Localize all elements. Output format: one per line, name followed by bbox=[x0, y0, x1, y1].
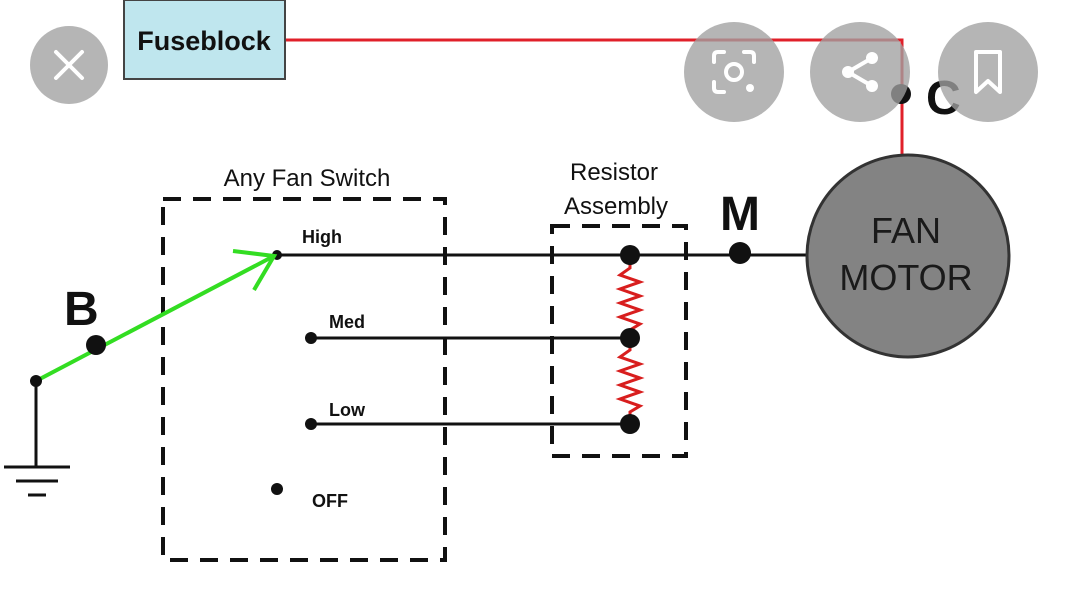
resistor-coil-lower bbox=[615, 338, 645, 424]
fan-motor bbox=[805, 153, 1011, 359]
fuseblock-box bbox=[123, 0, 286, 80]
resistor-node-med bbox=[620, 328, 640, 348]
point-m-dot bbox=[729, 242, 751, 264]
low-contact-dot bbox=[305, 418, 317, 430]
position-low-label: Low bbox=[329, 400, 366, 420]
resistor-node-high bbox=[620, 245, 640, 265]
bookmark-icon bbox=[974, 50, 1002, 94]
point-b-label: B bbox=[64, 283, 99, 336]
lens-icon bbox=[712, 50, 756, 94]
off-contact-dot bbox=[271, 483, 283, 495]
lens-button[interactable] bbox=[684, 22, 784, 122]
switch-arm bbox=[35, 255, 273, 383]
resistor-coil-upper bbox=[615, 255, 645, 338]
bookmark-button[interactable] bbox=[938, 22, 1038, 122]
switch-arm-arrowhead bbox=[232, 249, 278, 292]
point-m-label: M bbox=[720, 188, 760, 241]
position-high-label: High bbox=[302, 227, 342, 247]
resistor-node-low bbox=[620, 414, 640, 434]
close-button[interactable] bbox=[30, 26, 108, 104]
point-b-dot bbox=[86, 335, 106, 355]
resistor-box bbox=[550, 224, 688, 458]
switch-title: Any Fan Switch bbox=[224, 165, 391, 192]
position-off-label: OFF bbox=[312, 491, 348, 511]
fuseblock-label: Fuseblock bbox=[137, 26, 272, 56]
fan-motor-line2: MOTOR bbox=[839, 257, 972, 298]
close-icon bbox=[54, 50, 84, 80]
share-button[interactable] bbox=[810, 22, 910, 122]
share-icon bbox=[842, 52, 878, 92]
resistor-title-line2: Assembly bbox=[564, 193, 668, 220]
med-contact-dot bbox=[305, 332, 317, 344]
switch-box bbox=[161, 197, 447, 562]
ground-pivot-dot bbox=[30, 375, 42, 387]
position-med-label: Med bbox=[329, 312, 365, 332]
fan-motor-line1: FAN bbox=[871, 210, 941, 251]
power-wire bbox=[285, 38, 904, 160]
resistor-title-line1: Resistor bbox=[570, 159, 658, 186]
